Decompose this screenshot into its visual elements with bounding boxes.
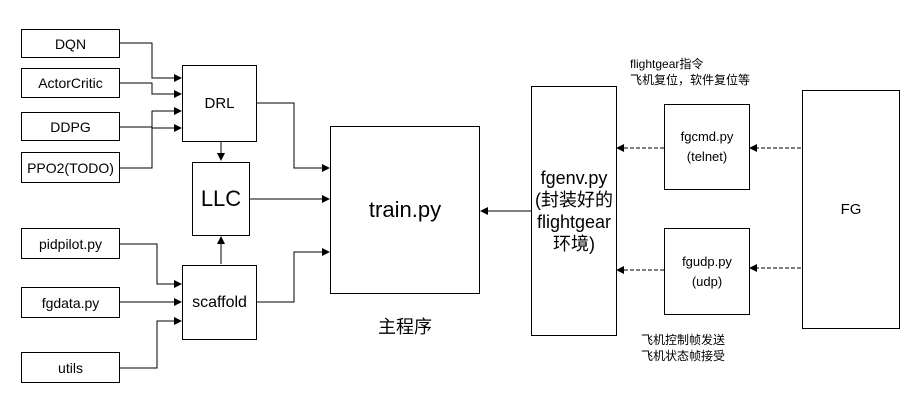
fgcmd-note: flightgear指令 飞机复位，软件复位等 — [630, 57, 751, 87]
edge-scaffold-train — [257, 248, 330, 303]
edge-ddpg-drl — [120, 107, 182, 128]
edge-utils-scaffold — [120, 317, 182, 369]
edge-dqn-drl — [120, 42, 182, 82]
edge-ppo2-drl — [120, 124, 182, 169]
edge-pidpilot-scaffold — [120, 243, 182, 288]
edge-actorcritic-drl — [120, 82, 182, 98]
node-ppo2[interactable]: PPO2(TODO) — [21, 152, 120, 183]
node-fg[interactable]: FG — [802, 90, 900, 329]
node-actorcritic[interactable]: ActorCritic — [21, 68, 120, 98]
node-ddpg[interactable]: DDPG — [21, 112, 120, 141]
fgudp-note: 飞机控制帧发送 飞机状态帧接受 — [641, 333, 726, 363]
node-fgcmd[interactable]: fgcmd.py (telnet) — [664, 104, 750, 190]
edge-drl-train — [257, 102, 330, 172]
node-scaffold[interactable]: scaffold — [182, 265, 257, 340]
node-pidpilot[interactable]: pidpilot.py — [21, 228, 120, 259]
node-drl[interactable]: DRL — [182, 65, 257, 142]
node-fgdata[interactable]: fgdata.py — [21, 287, 120, 318]
node-train[interactable]: train.py — [330, 126, 480, 294]
node-llc[interactable]: LLC — [192, 162, 250, 236]
node-utils[interactable]: utils — [21, 352, 120, 383]
node-dqn[interactable]: DQN — [21, 29, 120, 58]
node-fgenv[interactable]: fgenv.py (封装好的 flightgear 环境) — [531, 86, 617, 336]
node-fgudp[interactable]: fgudp.py (udp) — [664, 228, 750, 315]
main-program-label: 主程序 — [378, 317, 432, 337]
